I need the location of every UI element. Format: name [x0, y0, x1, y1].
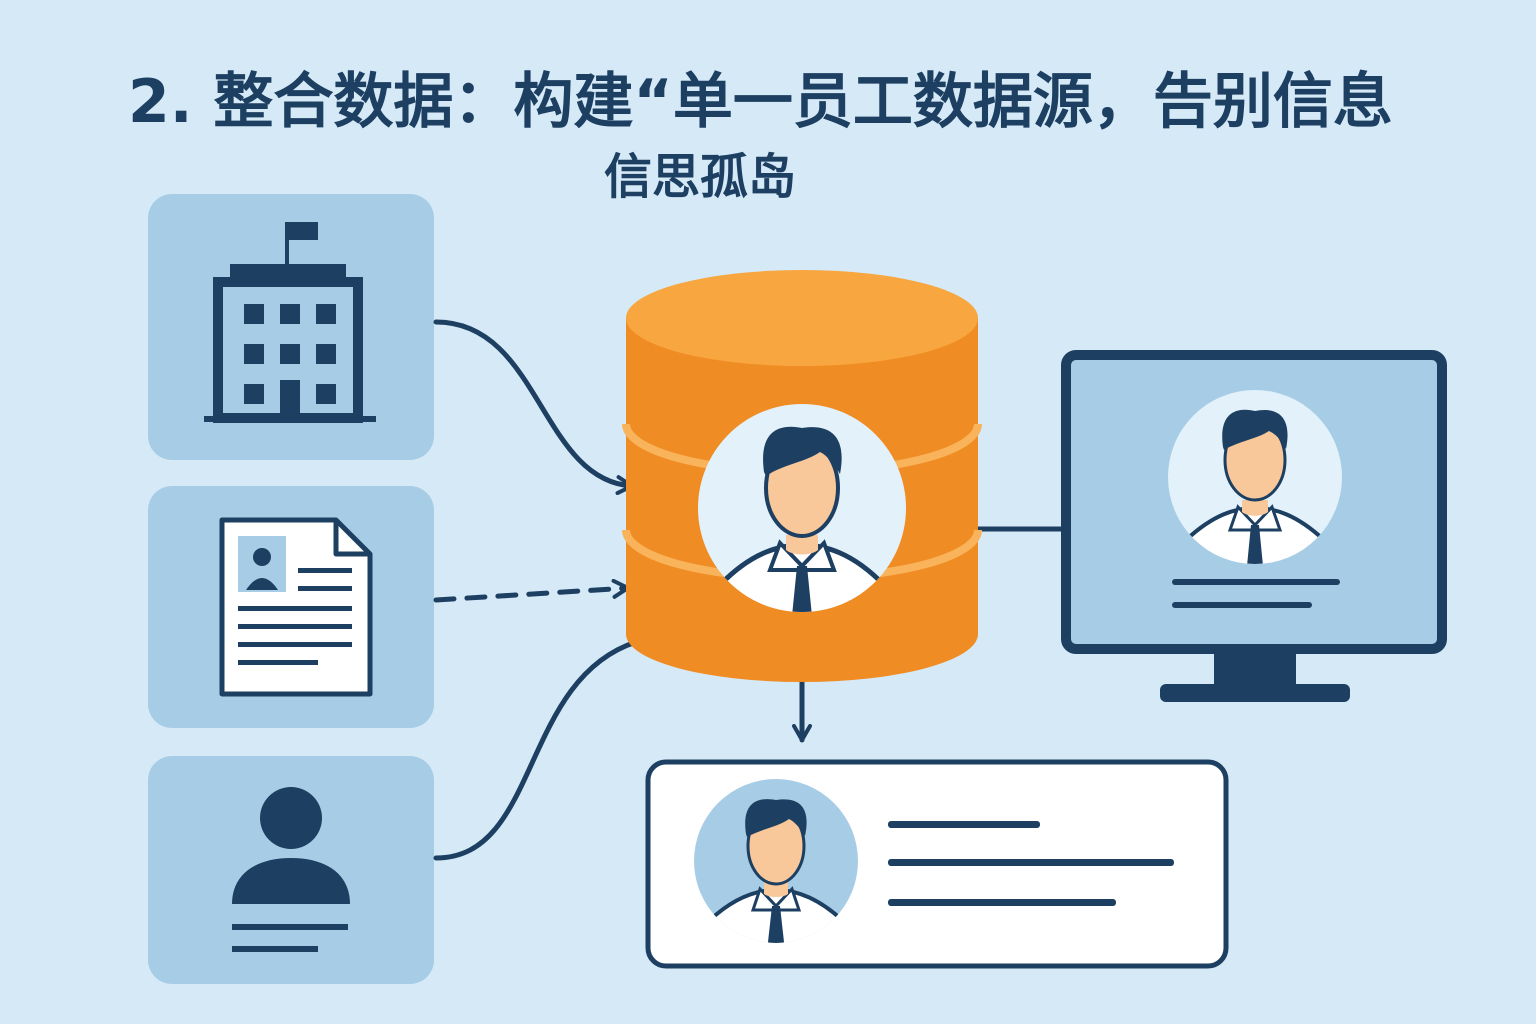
source-panel-person: [148, 756, 434, 984]
hub-employee-avatar-icon: [698, 404, 906, 612]
resume-document-icon: [219, 517, 373, 697]
card-text-lines: [888, 821, 1174, 906]
monitor-icon: [1061, 350, 1447, 702]
arrow-organization-to-hub: [433, 319, 635, 496]
page-title-line2: 信思孤岛: [604, 149, 796, 205]
monitor-avatar-icon: [1168, 390, 1342, 564]
source-panel-organization: [148, 194, 434, 460]
person-profile-icon: [232, 787, 350, 952]
connectors: [433, 319, 1065, 861]
page-title: 2. 整合数据：构建“单一员工数据源，告别信息: [128, 67, 1393, 137]
arrow-resume-to-hub-dashed: [433, 578, 631, 603]
building-icon: [204, 222, 376, 423]
connector-person-to-hub: [433, 639, 639, 861]
employee-profile-card-icon: [645, 759, 1229, 969]
source-panel-resume: [148, 486, 434, 728]
